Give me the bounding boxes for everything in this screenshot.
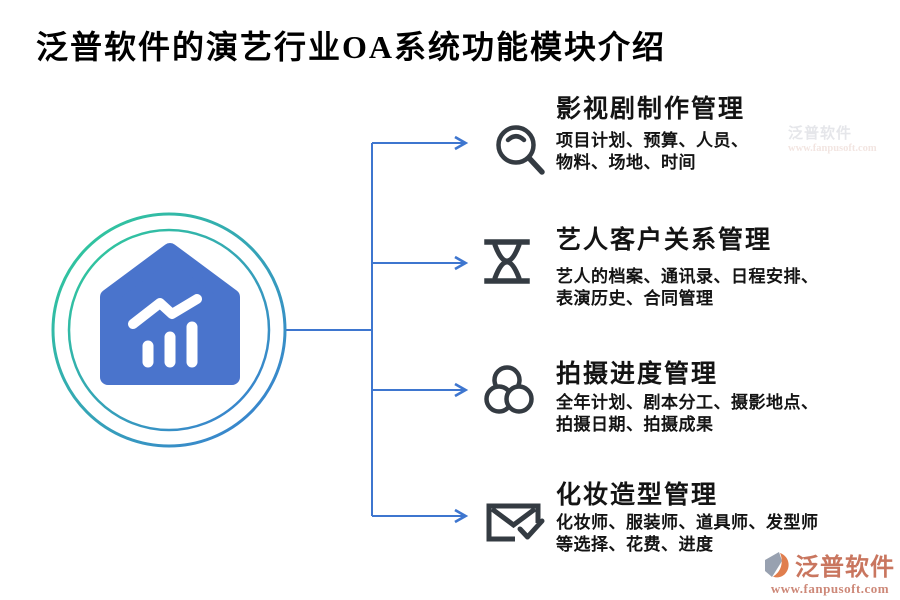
three-circles-icon: [484, 365, 534, 414]
inner-ring: [67, 228, 271, 432]
module-block-production: 影视剧制作管理 项目计划、预算、人员、 物料、场地、时间: [556, 95, 886, 174]
module-desc-line: 项目计划、预算、人员、: [556, 131, 749, 150]
module-desc-line: 艺人的档案、通讯录、日程安排、: [556, 267, 819, 286]
fanpu-logo-icon: [765, 551, 789, 577]
module-desc-line: 等选择、花费、进度: [556, 535, 714, 554]
brand-name: 泛普软件: [795, 555, 895, 581]
module-title: 艺人客户关系管理: [556, 227, 773, 254]
watermark-brand-name: 泛普软件: [788, 126, 853, 142]
module-block-shooting-progress: 拍摄进度管理 全年计划、剧本分工、摄影地点、 拍摄日期、拍摄成果: [556, 360, 886, 436]
module-desc-line: 物料、场地、时间: [556, 153, 696, 172]
module-block-artist-crm: 艺人客户关系管理 艺人的档案、通讯录、日程安排、 表演历史、合同管理: [556, 226, 886, 310]
module-description: 艺人的档案、通讯录、日程安排、 表演历史、合同管理: [556, 266, 886, 310]
module-title: 影视剧制作管理: [556, 96, 746, 123]
page-title: 泛普软件的演艺行业OA系统功能模块介绍: [36, 29, 667, 65]
brand-logo: 泛普软件 www.fanpusoft.com: [764, 547, 896, 597]
outer-ring: [51, 212, 287, 448]
module-description: 项目计划、预算、人员、 物料、场地、时间: [556, 130, 886, 174]
module-desc-line: 化妆师、服装师、道具师、发型师: [556, 513, 819, 532]
watermark-url: www.fanpusoft.com: [788, 142, 877, 154]
module-title: 拍摄进度管理: [556, 361, 719, 388]
module-desc-line: 全年计划、剧本分工、摄影地点、: [556, 393, 819, 412]
house-chart-icon: [51, 212, 287, 448]
envelope-check-icon: [486, 503, 545, 542]
bar-chart: [142, 321, 198, 368]
module-desc-line: 表演历史、合同管理: [556, 289, 714, 308]
brand-watermark: 泛普软件 www.fanpusoft.com: [788, 126, 877, 154]
module-desc-line: 拍摄日期、拍摄成果: [556, 415, 714, 434]
magnifier-icon: [496, 125, 545, 175]
module-description: 全年计划、剧本分工、摄影地点、 拍摄日期、拍摄成果: [556, 392, 886, 436]
module-block-makeup-styling: 化妆造型管理 化妆师、服装师、道具师、发型师 等选择、花费、进度: [556, 481, 886, 556]
module-description: 化妆师、服装师、道具师、发型师 等选择、花费、进度: [556, 512, 886, 556]
brand-url: www.fanpusoft.com: [770, 581, 890, 596]
hourglass-icon: [484, 239, 530, 284]
trend-line: [128, 294, 202, 329]
module-title: 化妆造型管理: [556, 482, 719, 509]
